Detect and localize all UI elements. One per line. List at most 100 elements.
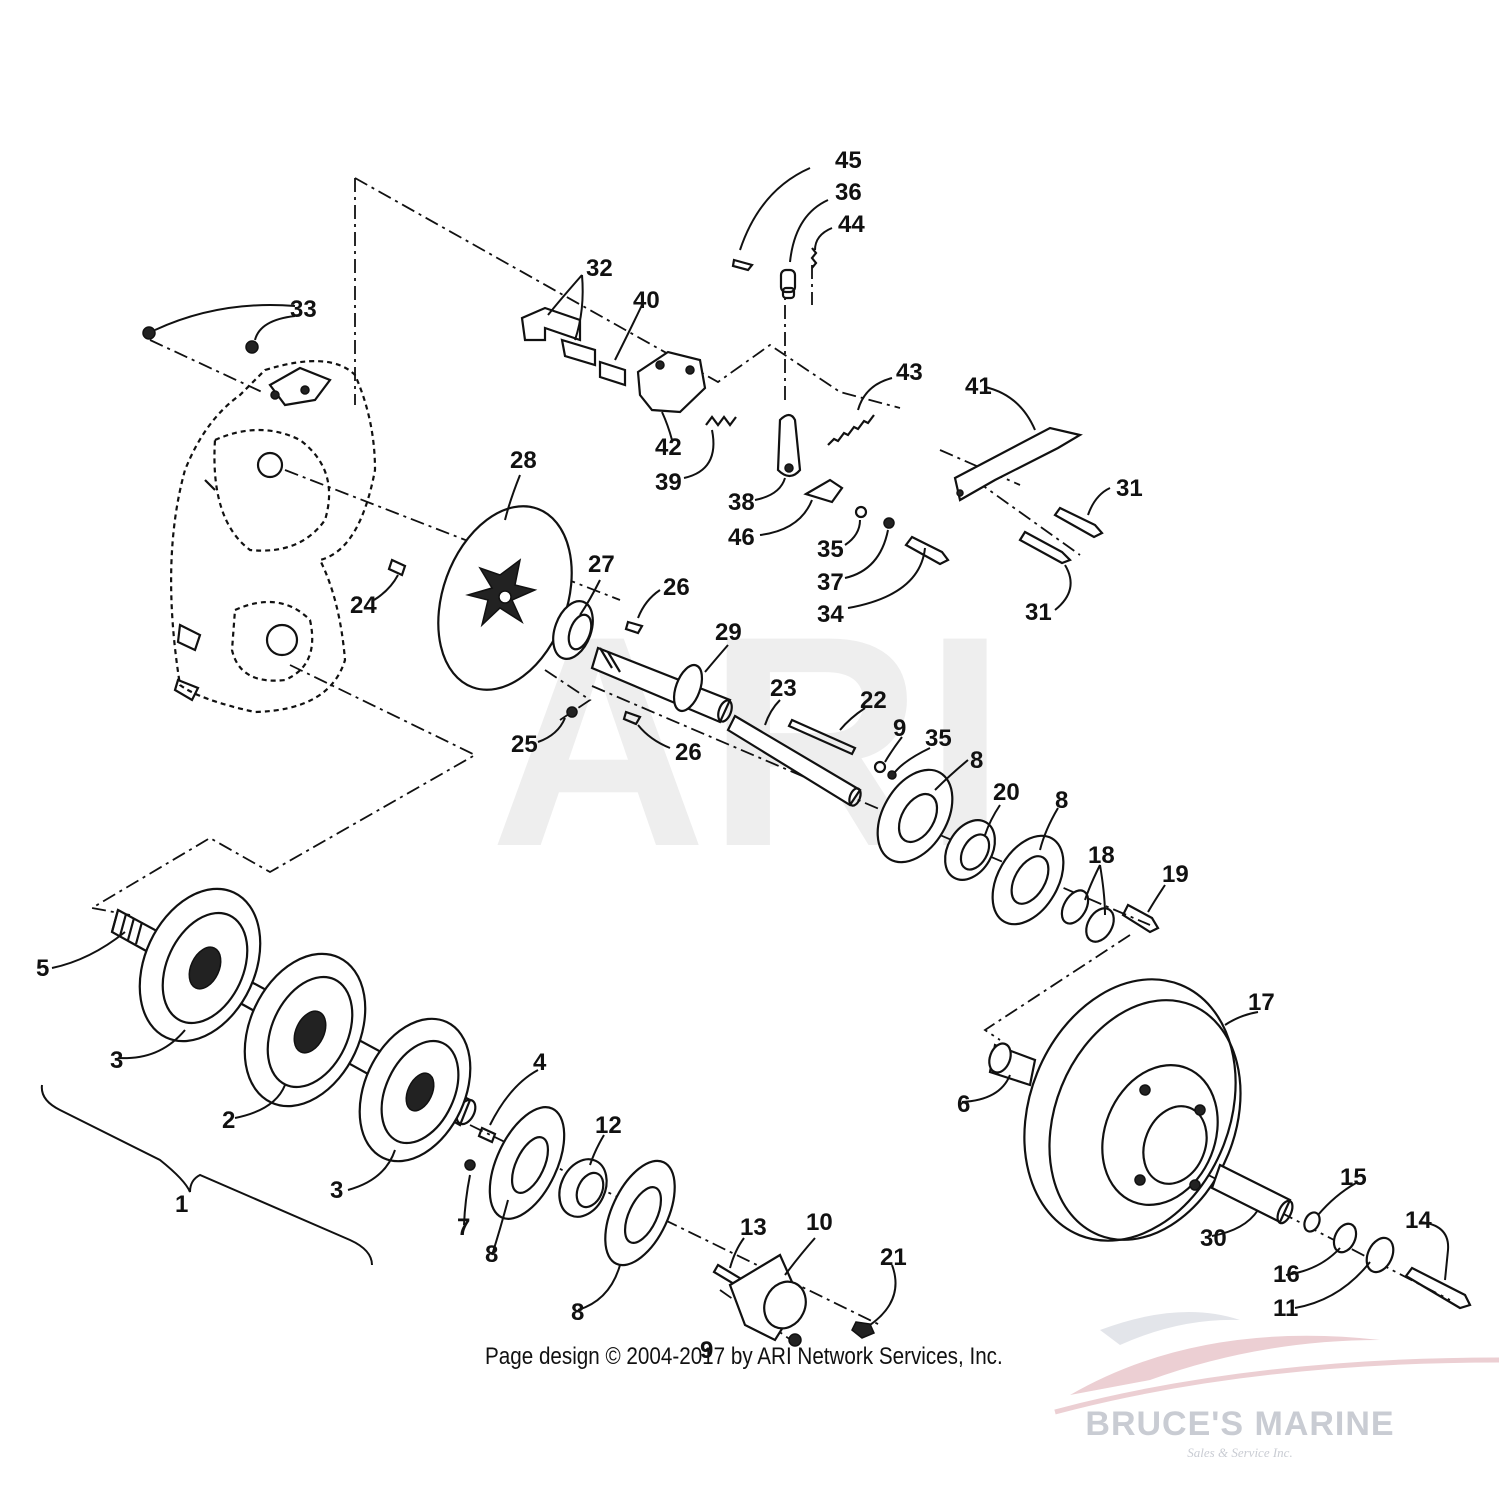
callout-3b: 3	[330, 1177, 343, 1204]
callout-43: 43	[896, 359, 923, 386]
callout-22: 22	[860, 687, 887, 714]
part-38	[776, 413, 802, 478]
part-21	[851, 1321, 875, 1339]
part-18a	[1060, 889, 1090, 925]
callout-8b: 8	[1055, 787, 1068, 814]
part-29-shaft	[590, 646, 733, 724]
part-2-sprocket-middle	[243, 952, 367, 1108]
part-8-lower-right	[604, 1159, 676, 1267]
part-17-pulley	[1023, 978, 1242, 1242]
part-7	[464, 1159, 476, 1171]
callout-9: 9	[893, 715, 906, 742]
callout-11: 13	[740, 1214, 767, 1241]
callout-3a: 3	[110, 1047, 123, 1074]
callout-24: 24	[350, 592, 377, 619]
callout-4: 4	[533, 1049, 547, 1076]
callout-1: 1	[175, 1191, 188, 1218]
part-30-spacer	[1210, 1163, 1294, 1225]
part-19	[1121, 903, 1160, 934]
part-16	[1332, 1222, 1358, 1254]
part-42-caliper	[636, 350, 707, 414]
callout-9b: 9	[700, 1337, 713, 1364]
callout-13: 14	[1405, 1207, 1432, 1234]
callout-8c: 8	[485, 1241, 498, 1268]
part-26a	[624, 620, 644, 635]
part-12-bearing	[558, 1158, 608, 1218]
part-20-bearing	[944, 819, 996, 881]
callout-26b: 26	[675, 739, 702, 766]
callout-33: 33	[290, 296, 317, 323]
callout-12: 12	[595, 1112, 622, 1139]
callout-10: 10	[806, 1209, 833, 1236]
callout-20: 20	[993, 779, 1020, 806]
part-27-hub	[552, 600, 594, 660]
part-43	[827, 414, 875, 446]
part-31a	[1053, 506, 1104, 539]
part-36	[779, 268, 797, 300]
callout-34: 34	[817, 601, 844, 628]
callout-16: 16	[1273, 1261, 1300, 1288]
part-40	[598, 360, 627, 387]
part-23-shaft	[726, 714, 862, 807]
callout-46: 45	[835, 147, 862, 174]
chaincase-housing	[170, 360, 377, 714]
part-3-sprocket-right	[358, 1017, 472, 1163]
leader-lines	[40, 167, 1450, 1326]
part-38-pivot	[784, 463, 794, 473]
callout-14: 11	[1273, 1295, 1298, 1322]
callout-6: 6	[957, 1091, 970, 1118]
callout-28: 28	[510, 447, 537, 474]
part-26b	[622, 710, 642, 726]
part-32b	[560, 338, 597, 367]
brand-tagline: Sales & Service Inc.	[1187, 1445, 1293, 1460]
part-4	[477, 1126, 497, 1144]
part-46	[731, 258, 754, 272]
callout-31b: 31	[1025, 599, 1052, 626]
callout-17: 17	[1248, 989, 1275, 1016]
part-39	[705, 415, 737, 427]
part-35b	[854, 505, 868, 519]
callout-35a: 35	[817, 536, 844, 563]
callout-37: 37	[817, 569, 844, 596]
part-45	[810, 247, 818, 269]
callout-8a: 8	[970, 747, 983, 774]
part-15	[1303, 1211, 1321, 1233]
part-10-housing	[728, 1253, 807, 1347]
callout-21: 21	[880, 1244, 907, 1271]
part-14	[1365, 1236, 1395, 1274]
callout-15: 15	[1340, 1164, 1367, 1191]
part-25	[566, 706, 578, 718]
callout-7: 7	[457, 1214, 470, 1241]
part-8-lower-left	[488, 1106, 566, 1220]
part-3-sprocket-left	[138, 887, 262, 1043]
part-44	[803, 478, 844, 504]
part-9	[873, 760, 887, 774]
callout-labels: 45 36 44 33 32 40 43 41 42 39 38 46 31 3…	[36, 147, 1432, 1364]
callout-41: 41	[965, 373, 992, 400]
callout-38: 38	[728, 489, 755, 516]
part-6-spacer	[988, 1042, 1037, 1087]
callout-19: 19	[1162, 861, 1189, 888]
part-8-right	[991, 834, 1065, 926]
callout-8d: 8	[571, 1299, 584, 1326]
callout-2: 2	[222, 1107, 235, 1134]
part-41	[953, 426, 1083, 502]
callout-30: 30	[1200, 1225, 1227, 1252]
part-33a	[142, 326, 156, 340]
part-31b	[1018, 530, 1072, 565]
brand-name: BRUCE'S MARINE	[1085, 1405, 1395, 1443]
callout-44: 46	[728, 524, 755, 551]
part-33b	[245, 340, 259, 354]
part-13	[1404, 1266, 1472, 1310]
part-22	[787, 718, 857, 756]
callout-32: 32	[586, 255, 613, 282]
callout-18: 18	[1088, 842, 1115, 869]
callout-36: 36	[835, 179, 862, 206]
callout-29: 29	[715, 619, 742, 646]
part-34	[904, 535, 950, 566]
part-18b	[1085, 907, 1115, 943]
part-37	[883, 517, 895, 529]
part-24	[387, 558, 407, 577]
